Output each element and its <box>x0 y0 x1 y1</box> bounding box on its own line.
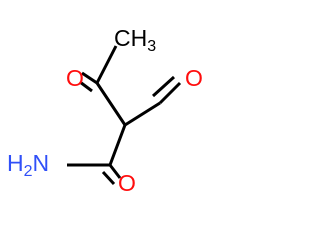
bonds <box>67 45 182 186</box>
methyl-ch: CH <box>114 25 147 51</box>
bond-ketone-center <box>95 82 127 126</box>
bond-center-amide <box>108 124 127 166</box>
bond-ketone-oxygen-2 <box>79 80 93 93</box>
bond-amide-oxygen-2 <box>101 170 116 186</box>
methyl-label: CH3 <box>114 25 156 55</box>
bond-amide-oxygen-1 <box>108 164 122 179</box>
amide-oxygen-label: O <box>118 170 136 196</box>
aldehyde-oxygen-label: O <box>185 65 203 91</box>
atom-labels: CH3 O O O H2N <box>7 25 203 196</box>
ketone-oxygen-label: O <box>66 65 84 91</box>
methyl-subscript: 3 <box>147 38 156 55</box>
amine-h: H <box>7 150 24 176</box>
bond-aldehyde-oxygen-2 <box>151 75 176 98</box>
bond-center-aldehyde <box>124 101 161 127</box>
bond-ketone-oxygen-1 <box>81 71 98 85</box>
amine-n: N <box>33 150 50 176</box>
bond-methyl-ketone <box>95 45 118 84</box>
bond-aldehyde-oxygen-1 <box>158 81 182 105</box>
molecule-structure-diagram: CH3 O O O H2N <box>7 25 203 196</box>
amine-label: H2N <box>7 150 49 180</box>
amine-subscript: 2 <box>24 163 33 180</box>
